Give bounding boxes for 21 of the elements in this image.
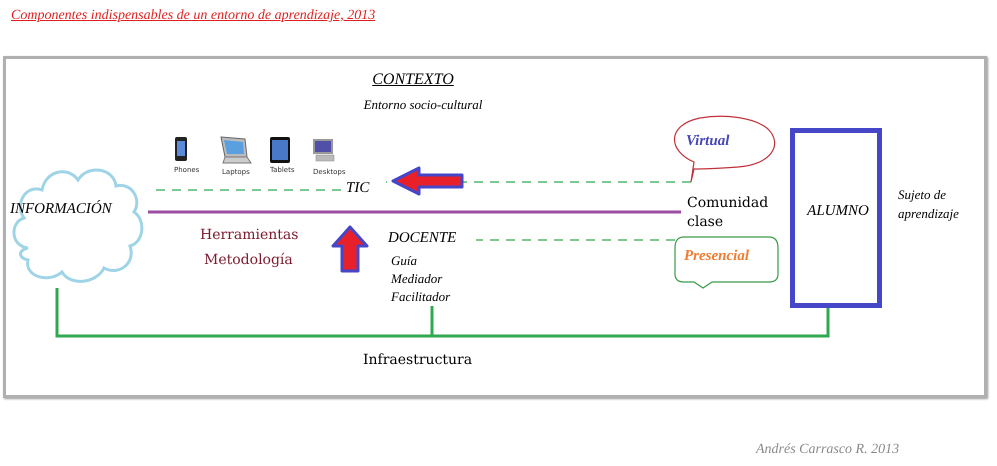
side-note: Sujeto de aprendizaje [898, 186, 960, 223]
method-label: Metodología [204, 252, 293, 268]
node-label: INFORMACIÓN [10, 201, 114, 218]
author-credit: Andrés Carrasco R. 2013 [756, 442, 900, 458]
context-heading: CONTEXTO [371, 71, 455, 89]
connector [430, 306, 830, 338]
node-label: Comunidad clase [687, 194, 770, 232]
context-frame [3, 56, 987, 398]
diagram-title: Componentes indispensables de un entorno de aprendizaje, 2013 [11, 8, 376, 24]
tool-label: Herramientas [200, 227, 298, 243]
node-label: DOCENTE [388, 230, 456, 247]
dashed-connector [476, 239, 675, 241]
bubble-label: Virtual [686, 133, 730, 150]
bubble-label: Presencial [684, 248, 749, 265]
role-list: Guía Mediador Facilitador [391, 252, 461, 306]
node-label: ALUMNO [805, 203, 870, 220]
node-label: TIC [346, 180, 370, 197]
dashed-connector [155, 189, 341, 191]
infrastructure-label: Infraestructura [363, 352, 472, 368]
connector [148, 210, 681, 214]
context-subtitle: Entorno socio-cultural [362, 97, 484, 113]
